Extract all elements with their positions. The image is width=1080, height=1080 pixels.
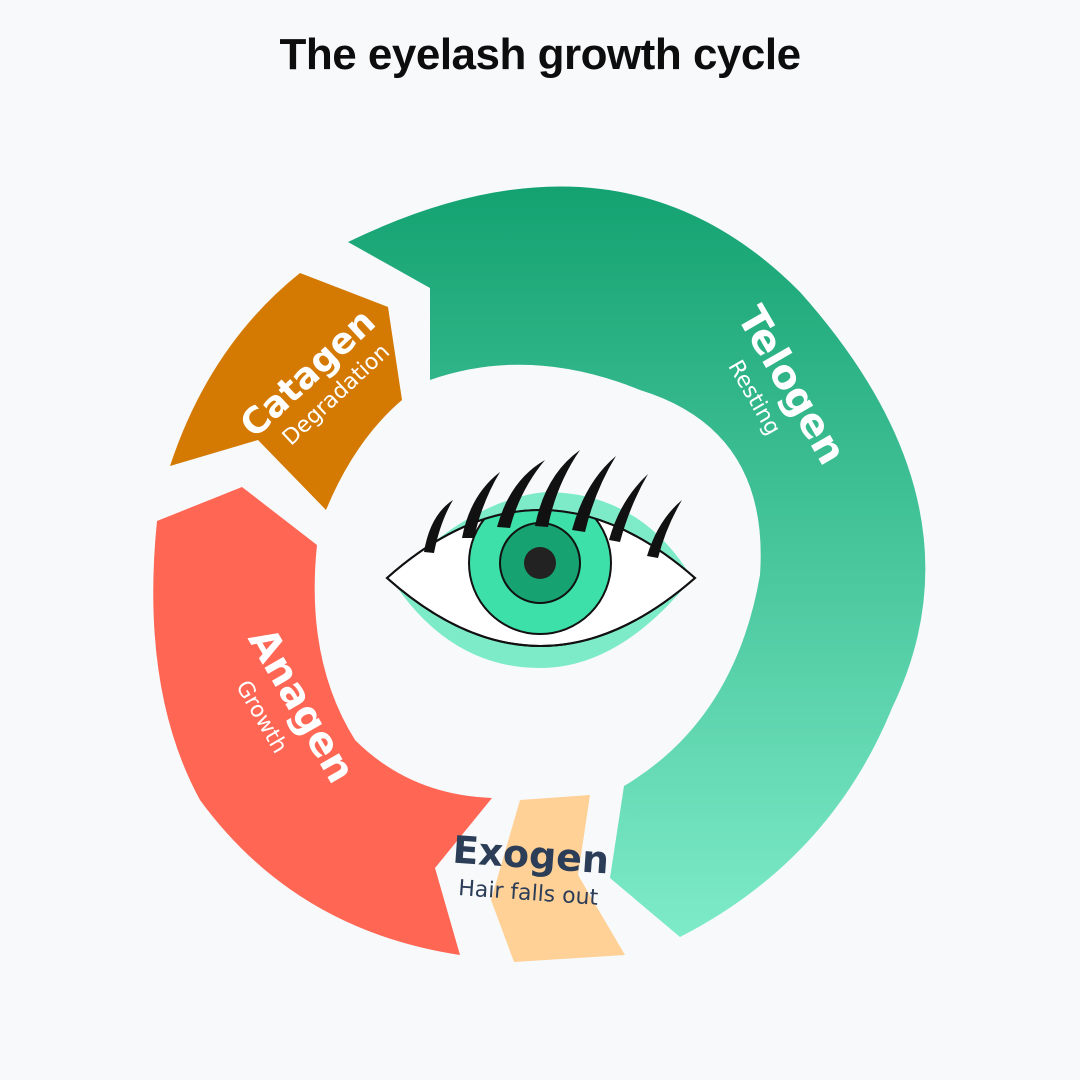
- anagen-segment: [153, 487, 492, 955]
- exogen-name: Exogen: [451, 828, 610, 883]
- catagen-segment: [170, 273, 402, 510]
- eyelash-5: [572, 456, 616, 532]
- eyelash-2: [462, 472, 500, 538]
- exogen-segment: [491, 795, 625, 962]
- eyelashes: [424, 450, 682, 558]
- page-title: The eyelash growth cycle: [279, 30, 801, 79]
- eyelash-4: [535, 450, 580, 527]
- eye-icon: [385, 450, 697, 668]
- eye-outline: [385, 509, 697, 647]
- eyelash-6: [609, 474, 648, 542]
- eyelash-7: [647, 500, 682, 558]
- telogen-segment: [348, 186, 926, 938]
- exogen-label: Exogen Hair falls out: [451, 828, 610, 911]
- eyelash-1: [424, 500, 453, 553]
- pupil: [524, 547, 556, 579]
- eyelash-3: [497, 460, 545, 528]
